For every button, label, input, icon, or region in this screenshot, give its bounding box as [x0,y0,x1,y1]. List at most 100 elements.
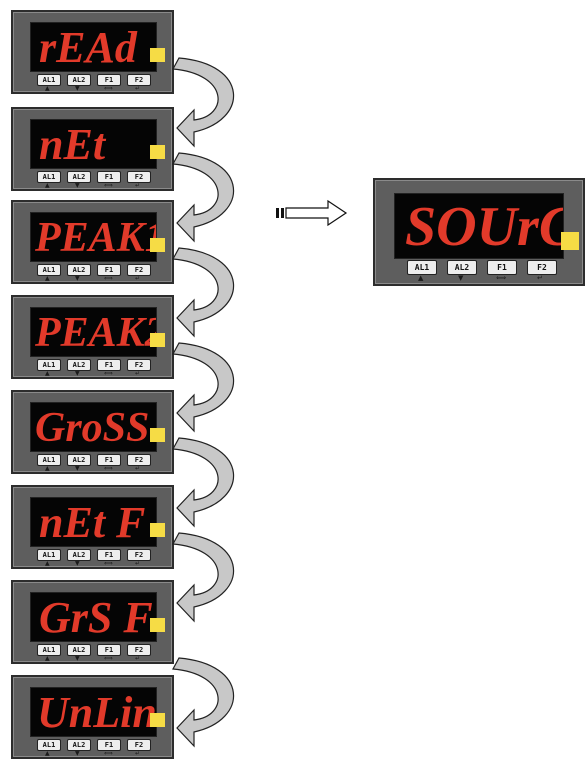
up-arrow-icon: ▲ [45,655,50,662]
button-row: AL1 AL2 F1 F2 [37,171,151,183]
f1-button[interactable]: F1 [97,549,121,561]
meter-panel-peak1: PEAK1 AL1 AL2 F1 F2 ▲ ▼ ⟺ ↵ [11,200,174,284]
f1-button[interactable]: F1 [97,739,121,751]
f2-button[interactable]: F2 [127,644,151,656]
button-marks: ▲ ▼ ⟺ ↵ [37,370,157,379]
al1-button[interactable]: AL1 [37,739,61,751]
down-arrow-icon: ▼ [75,85,80,92]
f2-button[interactable]: F2 [127,549,151,561]
f2-button[interactable]: F2 [127,739,151,751]
up-arrow-icon: ▲ [45,560,50,567]
swap-arrow-icon: ⟺ [104,560,113,567]
al2-button[interactable]: AL2 [67,74,91,86]
display-text: nEt [39,120,106,169]
up-arrow-icon: ▲ [45,182,50,189]
al2-button[interactable]: AL2 [67,359,91,371]
f1-button[interactable]: F1 [97,74,121,86]
display-text: UnLin [37,688,157,737]
down-arrow-icon: ▼ [458,274,464,282]
button-marks: ▲ ▼ ⟺ ↵ [37,182,157,191]
button-marks: ▲ ▼ ⟺ ↵ [37,560,157,569]
button-marks: ▲ ▼ ⟺ ↵ [37,465,157,474]
down-arrow-icon: ▼ [75,655,80,662]
curved-arrow-icon [172,532,235,622]
down-arrow-icon: ▼ [75,560,80,567]
swap-arrow-icon: ⟺ [104,465,113,472]
al2-button[interactable]: AL2 [67,549,91,561]
al1-button[interactable]: AL1 [37,454,61,466]
meter-panel-net: nEt AL1 AL2 F1 F2 ▲ ▼ ⟺ ↵ [11,107,174,191]
f2-button[interactable]: F2 [127,74,151,86]
al2-button[interactable]: AL2 [447,260,477,275]
swap-arrow-icon: ⟺ [104,182,113,189]
al1-button[interactable]: AL1 [37,171,61,183]
up-arrow-icon: ▲ [45,275,50,282]
f1-button[interactable]: F1 [97,359,121,371]
display-screen: PEAK2 [30,307,157,357]
enter-arrow-icon: ↵ [135,465,141,472]
f2-button[interactable]: F2 [127,454,151,466]
f2-button[interactable]: F2 [127,264,151,276]
display-text: PEAK2 [35,310,157,356]
curved-arrow-icon [172,247,235,337]
curved-arrow-icon [172,152,235,242]
display-screen: GrS F [30,592,157,642]
curved-arrow-icon [172,342,235,432]
status-led [150,238,165,252]
enter-arrow-icon: ↵ [135,275,141,282]
meter-panel-unlin: UnLin AL1 AL2 F1 F2 ▲ ▼ ⟺ ↵ [11,675,174,759]
al2-button[interactable]: AL2 [67,171,91,183]
al1-button[interactable]: AL1 [37,74,61,86]
button-row: AL1 AL2 F1 F2 [407,260,557,275]
button-marks: ▲ ▼ ⟺ ↵ [37,275,157,284]
al2-button[interactable]: AL2 [67,644,91,656]
button-row: AL1 AL2 F1 F2 [37,74,151,86]
f2-button[interactable]: F2 [127,359,151,371]
f2-button[interactable]: F2 [127,171,151,183]
swap-arrow-icon: ⟺ [104,655,113,662]
curved-arrow-icon [172,657,235,747]
curved-arrow-icon [172,57,235,147]
al1-button[interactable]: AL1 [407,260,437,275]
enter-arrow-icon: ↵ [135,370,141,377]
up-arrow-icon: ▲ [45,465,50,472]
al1-button[interactable]: AL1 [37,549,61,561]
status-led [150,333,165,347]
button-row: AL1 AL2 F1 F2 [37,739,151,751]
f1-button[interactable]: F1 [97,644,121,656]
status-led [150,145,165,159]
f2-button[interactable]: F2 [527,260,557,275]
meter-panel-source: SOUrC AL1 AL2 F1 F2 ▲ ▼ ⟺ ↵ [373,178,585,286]
curved-arrow-icon [172,437,235,527]
al2-button[interactable]: AL2 [67,454,91,466]
f1-button[interactable]: F1 [97,454,121,466]
display-screen: PEAK1 [30,212,157,262]
button-row: AL1 AL2 F1 F2 [37,264,151,276]
down-arrow-icon: ▼ [75,750,80,757]
down-arrow-icon: ▼ [75,465,80,472]
button-marks: ▲ ▼ ⟺ ↵ [37,85,157,94]
button-row: AL1 AL2 F1 F2 [37,549,151,561]
meter-panel-gross: GroSS AL1 AL2 F1 F2 ▲ ▼ ⟺ ↵ [11,390,174,474]
f1-button[interactable]: F1 [97,171,121,183]
al1-button[interactable]: AL1 [37,644,61,656]
button-row: AL1 AL2 F1 F2 [37,359,151,371]
display-screen: nEt F [30,497,157,547]
al2-button[interactable]: AL2 [67,264,91,276]
al1-button[interactable]: AL1 [37,264,61,276]
enter-arrow-icon: ↵ [135,750,141,757]
display-text: GrS F [39,593,153,642]
f1-button[interactable]: F1 [487,260,517,275]
al1-button[interactable]: AL1 [37,359,61,371]
status-led [561,232,579,250]
display-text: nEt F [39,498,146,547]
f1-button[interactable]: F1 [97,264,121,276]
button-row: AL1 AL2 F1 F2 [37,454,151,466]
al2-button[interactable]: AL2 [67,739,91,751]
meter-panel-grs-f: GrS F AL1 AL2 F1 F2 ▲ ▼ ⟺ ↵ [11,580,174,664]
button-marks: ▲ ▼ ⟺ ↵ [37,750,157,759]
enter-arrow-icon: ↵ [537,274,543,282]
display-text: GroSS [35,405,150,451]
swap-arrow-icon: ⟺ [496,274,507,282]
